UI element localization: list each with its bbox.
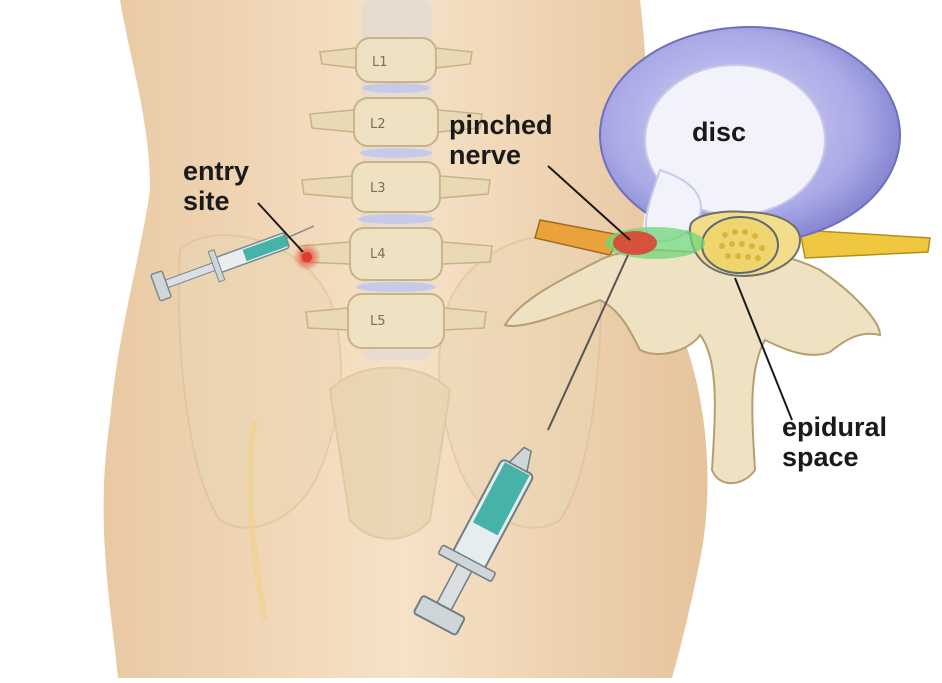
vertebra-L1: [319, 37, 473, 93]
vertebra-label-L5: L5: [370, 314, 386, 329]
vertebra-label-L2: L2: [370, 117, 386, 132]
entry-site-label-line1: entry: [183, 156, 250, 186]
epidural-space-label-line1: epidural: [782, 412, 888, 442]
pinched-nerve-inflammation: [613, 231, 657, 255]
pinched-nerve-label: pinched nerve: [449, 110, 553, 170]
entry-site-label: entry site: [183, 156, 249, 216]
lumbar-spine: L1 L2 L3 L4 L5: [299, 0, 493, 360]
vertebra-cross-section: [503, 26, 931, 485]
vertebra-L3: [301, 161, 491, 224]
vertebra-L2: [309, 97, 483, 158]
entry-site-label-line2: site: [183, 186, 230, 216]
vertebra-label-L3: L3: [370, 181, 386, 196]
small-syringe: [150, 225, 315, 302]
epidural-space-label: epidural space: [782, 412, 887, 472]
epidural-space-label-line2: space: [782, 442, 859, 472]
pinched-nerve-label-line2: nerve: [449, 140, 522, 170]
vertebra-L5: [305, 293, 487, 349]
disc-label: disc: [692, 117, 747, 147]
epidural-space-leader: [734, 277, 793, 421]
pinched-nerve-label-line1: pinched: [449, 110, 553, 140]
pinched-nerve-leader: [547, 165, 631, 241]
vertebra-label-L4: L4: [370, 247, 386, 262]
large-syringe: [413, 254, 629, 636]
vertebra-label-L1: L1: [372, 55, 388, 70]
entry-site-leader: [257, 202, 304, 253]
